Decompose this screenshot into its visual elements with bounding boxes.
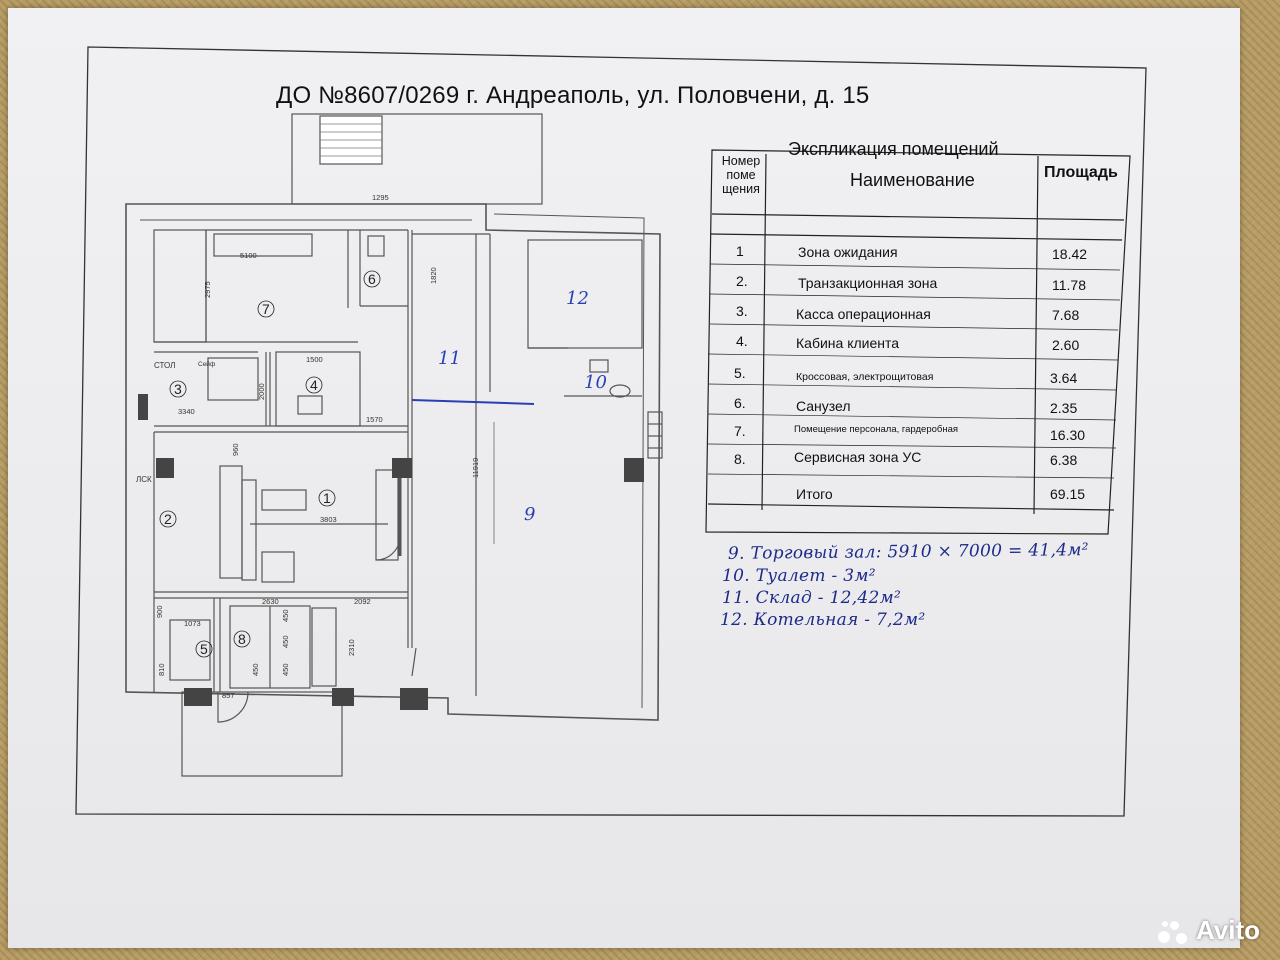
paper-sheet: 1 2 3 4 5 6 7 8 9 10 11 12 1295 bbox=[8, 8, 1240, 948]
explication-title: Экспликация помещений bbox=[788, 139, 999, 159]
drawing-canvas: 1 2 3 4 5 6 7 8 9 10 11 12 1295 bbox=[75, 46, 1147, 817]
label-stol: СТОЛ bbox=[154, 361, 175, 370]
dim-5100: 5100 bbox=[240, 251, 257, 260]
header-number-line1: Номер bbox=[721, 154, 761, 168]
room-number-10: 10 bbox=[584, 372, 607, 393]
row-3-name: Касса операционная bbox=[796, 306, 931, 322]
row-6-num: 6. bbox=[734, 395, 746, 411]
dim-3340: 3340 bbox=[178, 407, 195, 416]
row-6-name: Санузел bbox=[796, 398, 851, 414]
row-7-name: Помещение персонала, гардеробная bbox=[794, 424, 958, 435]
room-number-11: 11 bbox=[438, 348, 461, 369]
room-number-6: 6 bbox=[368, 271, 376, 287]
row-5-area: 3.64 bbox=[1050, 370, 1078, 386]
header-name: Наименование bbox=[850, 170, 975, 190]
dim-2310: 2310 bbox=[347, 639, 356, 656]
row-1-name: Зона ожидания bbox=[798, 244, 898, 260]
note-sales-hall: 9. Торговый зал: 5910 × 7000 = 41,4м² bbox=[727, 540, 1089, 564]
dim-900: 900 bbox=[155, 605, 164, 618]
room-number-4: 4 bbox=[310, 377, 318, 393]
label-seif: Сейф bbox=[198, 360, 216, 368]
row-3-area: 7.68 bbox=[1052, 307, 1080, 323]
avito-wordmark: Avito bbox=[1195, 915, 1260, 945]
total-name: Итого bbox=[796, 486, 833, 502]
dim-1570: 1570 bbox=[366, 415, 383, 424]
dim-450-d: 450 bbox=[281, 663, 290, 676]
dim-1073: 1073 bbox=[184, 619, 201, 628]
room-number-9: 9 bbox=[524, 504, 535, 525]
dim-2630: 2630 bbox=[262, 597, 279, 606]
dim-450-c: 450 bbox=[251, 663, 260, 676]
document-title: ДО №8607/0269 г. Андреаполь, ул. Половче… bbox=[276, 82, 870, 109]
plan-labels: 1 2 3 4 5 6 7 8 9 10 11 12 1295 bbox=[136, 193, 607, 700]
dim-1500: 1500 bbox=[306, 355, 323, 364]
room-number-12: 12 bbox=[566, 288, 589, 309]
dim-810: 810 bbox=[157, 663, 166, 676]
avito-watermark: Avito bbox=[1157, 915, 1260, 946]
row-8-name: Сервисная зона УС bbox=[794, 449, 922, 465]
avito-logo-icon bbox=[1157, 919, 1192, 945]
room-number-3: 3 bbox=[174, 381, 182, 397]
room-number-5: 5 bbox=[200, 641, 208, 657]
floor-plan bbox=[125, 113, 663, 777]
dim-1295: 1295 bbox=[372, 193, 389, 202]
note-boiler-room: 12. Котельная - 7,2м² bbox=[720, 610, 926, 630]
row-4-area: 2.60 bbox=[1052, 337, 1080, 353]
room-number-1: 1 bbox=[323, 490, 331, 506]
row-4-num: 4. bbox=[736, 333, 748, 349]
row-5-num: 5. bbox=[734, 365, 746, 381]
dim-2000: 2000 bbox=[257, 383, 266, 400]
note-storage: 11. Склад - 12,42м² bbox=[722, 588, 902, 608]
dim-2975: 2975 bbox=[203, 281, 212, 298]
label-lsk: ЛСК bbox=[136, 475, 152, 484]
row-4-name: Кабина клиента bbox=[796, 335, 900, 351]
dim-1820: 1820 bbox=[429, 267, 438, 284]
dim-2092: 2092 bbox=[354, 597, 371, 606]
row-7-num: 7. bbox=[734, 423, 746, 439]
row-2-num: 2. bbox=[736, 273, 748, 289]
dim-11919: 11919 bbox=[471, 458, 480, 478]
note-toilet: 10. Туалет - 3м² bbox=[722, 566, 876, 586]
dim-960: 960 bbox=[231, 443, 240, 456]
row-7-area: 16.30 bbox=[1050, 427, 1086, 443]
dim-450-b: 450 bbox=[281, 635, 290, 648]
row-2-name: Транзакционная зона bbox=[798, 275, 938, 291]
row-6-area: 2.35 bbox=[1050, 400, 1078, 416]
dim-450-a: 450 bbox=[281, 609, 290, 622]
header-number-line3: щения bbox=[722, 182, 760, 196]
page-frame bbox=[75, 46, 1147, 817]
handwritten-stroke bbox=[411, 399, 535, 405]
row-1-num: 1 bbox=[736, 243, 744, 259]
dim-3803: 3803 bbox=[320, 515, 337, 524]
total-area: 69.15 bbox=[1050, 486, 1086, 502]
dim-857: 857 bbox=[222, 691, 235, 700]
header-area: Площадь bbox=[1044, 164, 1118, 181]
row-2-area: 11.78 bbox=[1052, 277, 1086, 293]
row-8-num: 8. bbox=[734, 451, 746, 467]
room-number-8: 8 bbox=[238, 631, 246, 647]
row-8-area: 6.38 bbox=[1050, 452, 1078, 468]
header-number-line2: поме bbox=[726, 168, 756, 182]
row-1-area: 18.42 bbox=[1052, 246, 1088, 262]
hatched-walls bbox=[138, 394, 644, 710]
row-3-num: 3. bbox=[736, 303, 748, 319]
explication-table bbox=[705, 149, 1131, 535]
outer-wall bbox=[125, 203, 661, 721]
row-5-name: Кроссовая, электрощитовая bbox=[796, 371, 934, 383]
room-number-7: 7 bbox=[262, 301, 270, 317]
header-number: Номер поме щения bbox=[716, 154, 766, 196]
room-number-2: 2 bbox=[164, 511, 172, 527]
